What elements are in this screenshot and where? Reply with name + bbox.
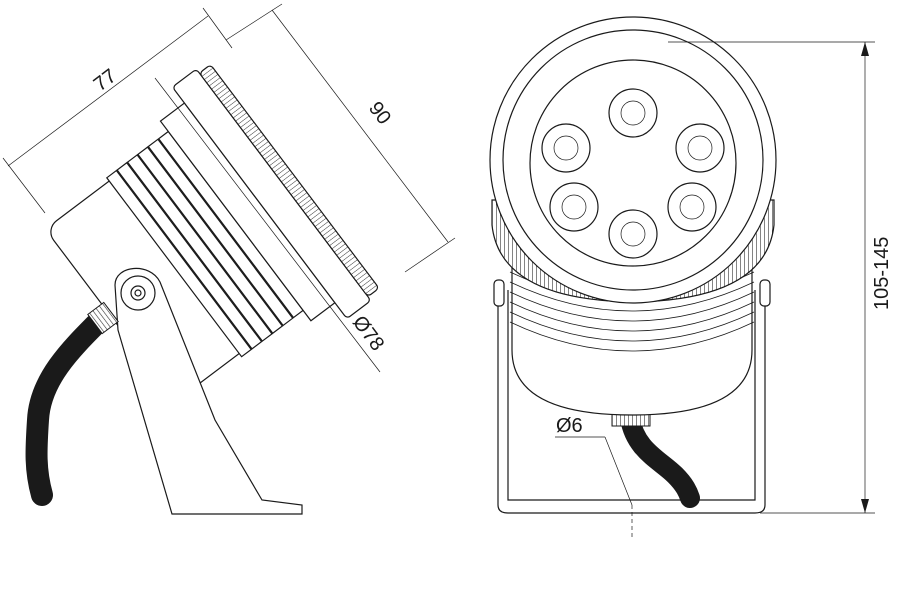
- dimension-diameter-6: Ø6: [555, 415, 633, 540]
- dim-label-height: 105-145: [871, 237, 893, 310]
- led: [608, 88, 658, 138]
- cooling-fins: [105, 130, 304, 358]
- left-pivot: [493, 279, 505, 307]
- u-bracket: [497, 280, 766, 514]
- cable: [25, 309, 111, 506]
- side-view: 77 90 Ø78: [2, 3, 456, 515]
- dim-label-diameter-6: Ø6: [556, 415, 583, 437]
- pivot-bolt: [120, 275, 156, 311]
- led-array: [541, 88, 725, 259]
- lamp-side: [50, 65, 379, 397]
- lens: [529, 59, 737, 267]
- dim-label-90: 90: [364, 98, 395, 129]
- led: [667, 182, 717, 232]
- cable-gland: [87, 301, 119, 335]
- knurled-ring: [200, 65, 379, 296]
- dim-label-77: 77: [90, 65, 121, 96]
- led: [608, 209, 658, 259]
- led: [675, 123, 725, 173]
- cable-front: [620, 408, 700, 508]
- mounting-bracket: [114, 267, 303, 515]
- led: [549, 182, 599, 232]
- right-pivot: [759, 279, 771, 307]
- dimension-height: 105-145: [668, 41, 893, 514]
- dim-label-diameter-78: Ø78: [348, 312, 388, 355]
- front-view: Ø6 105-145: [489, 16, 893, 540]
- led: [541, 123, 591, 173]
